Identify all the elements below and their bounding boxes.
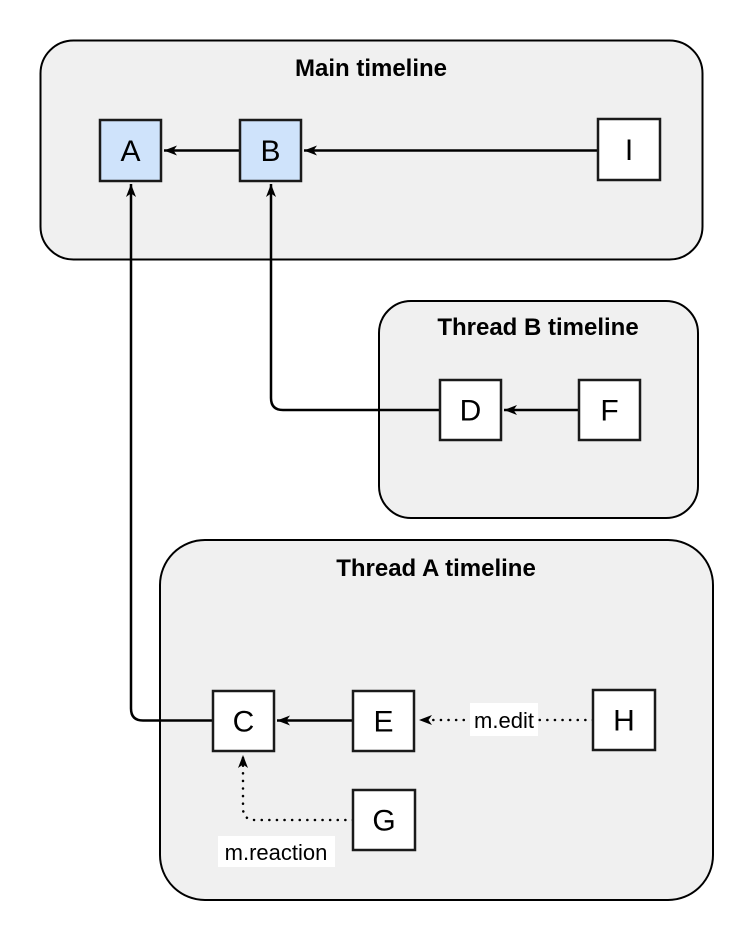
node-h-label: H (613, 705, 635, 738)
node-c: C (211, 689, 276, 753)
node-h: H (591, 688, 657, 752)
edge-c-to-a (126, 184, 213, 722)
node-e-label: E (373, 706, 393, 739)
node-g-box (351, 788, 417, 852)
node-i-box (596, 117, 662, 182)
node-d: D (438, 378, 503, 442)
node-f-label: F (600, 395, 618, 428)
node-g: G (351, 788, 417, 852)
node-d-label: D (460, 395, 482, 428)
node-g-label: G (372, 805, 395, 838)
node-c-box (211, 689, 276, 753)
edge-label-m-edit: m.edit (474, 708, 534, 733)
container-thread-b-timeline-title: Thread B timeline (437, 314, 638, 341)
node-b: B (238, 118, 303, 183)
node-i-label: I (625, 134, 633, 167)
node-b-label: B (260, 135, 280, 168)
container-thread-a-timeline-title: Thread A timeline (336, 555, 536, 582)
edge-label-m-edit-background (470, 703, 538, 736)
edge-g-to-c (238, 753, 355, 822)
edge-label-m-reaction: m.reaction (225, 840, 328, 865)
node-f-box (577, 378, 642, 442)
node-e-box (351, 689, 416, 753)
node-f: F (577, 378, 642, 442)
node-b-box (238, 118, 303, 183)
node-c-label: C (233, 706, 255, 739)
edge-d-to-b (266, 184, 440, 412)
node-e: E (351, 689, 416, 753)
node-a-label: A (120, 135, 140, 168)
node-a: A (98, 118, 163, 183)
node-i: I (596, 117, 662, 182)
node-h-box (591, 688, 657, 752)
container-main-timeline-title: Main timeline (295, 55, 447, 82)
node-d-box (438, 378, 503, 442)
node-a-box (98, 118, 163, 183)
edge-label-m-reaction-background (218, 836, 335, 867)
